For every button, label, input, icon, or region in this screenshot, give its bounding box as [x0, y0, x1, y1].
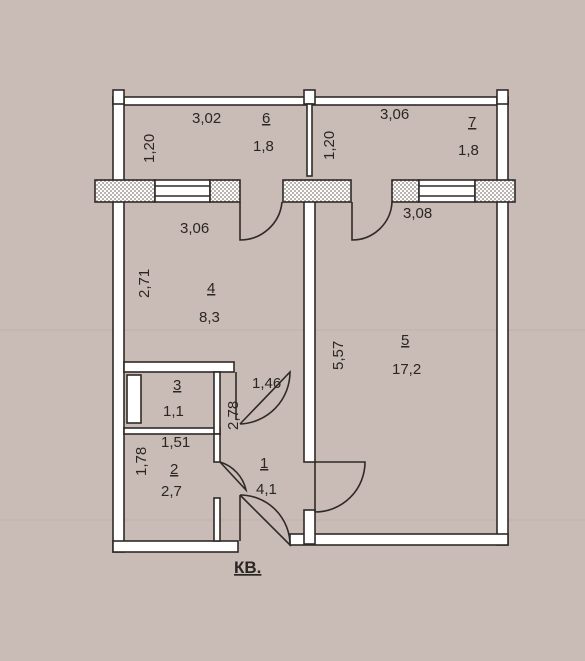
apartment-caption: КВ.	[234, 558, 261, 577]
dim-308: 3,08	[403, 205, 432, 222]
partition-2-1	[213, 433, 221, 463]
balcony-post-right	[496, 89, 509, 105]
door-room-2	[219, 461, 248, 493]
dimension-labels: 3,02 3,06 1,20 1,20 3,06 3,08 2,71 5,57 …	[133, 106, 432, 476]
dim-271: 2,71	[136, 269, 153, 298]
door-entrance	[239, 494, 291, 547]
dim-120-mid: 1,20	[321, 131, 338, 160]
room-1-number: 1	[260, 455, 268, 472]
window-right	[418, 179, 476, 203]
room-1-area: 4,1	[256, 481, 277, 498]
door-room-5	[314, 461, 366, 513]
room-7-number: 7	[468, 114, 476, 131]
partition-1-5	[303, 509, 316, 545]
room-4-number: 4	[207, 280, 215, 297]
balcony-wall-right	[474, 179, 516, 203]
room-labels: 6 1,8 7 1,8 4 8,3 5 17,2 3 1,1 2 2,7 1 4…	[161, 110, 479, 500]
right-exterior-wall	[496, 96, 509, 546]
balcony-wall-left	[94, 179, 156, 203]
room-3-area: 1,1	[163, 403, 184, 420]
bottom-wall-left	[112, 540, 239, 553]
door-balcony-7	[351, 201, 393, 241]
dim-306-room4: 3,06	[180, 220, 209, 237]
door-balcony-6	[239, 201, 283, 241]
left-exterior-wall	[112, 96, 125, 553]
dim-146: 1,46	[252, 375, 281, 392]
dim-306-top: 3,06	[380, 106, 409, 123]
room-4-area: 8,3	[199, 309, 220, 326]
walls	[112, 89, 509, 553]
balcony-wall-center	[282, 179, 352, 203]
dim-278: 2,78	[225, 401, 242, 430]
cupboard	[126, 374, 142, 424]
dim-151: 1,51	[161, 434, 190, 451]
room-2-area: 2,7	[161, 483, 182, 500]
door-room-4	[239, 370, 291, 425]
bottom-wall-right	[289, 533, 509, 546]
paper-background	[0, 329, 585, 521]
partition-4-3	[123, 361, 235, 373]
partition-2-1-low	[213, 497, 221, 542]
balcony-divider	[306, 103, 313, 177]
balcony-wall-pillar-left	[209, 179, 241, 203]
room-2-number: 2	[170, 461, 178, 478]
room-5-area: 17,2	[392, 361, 421, 378]
dim-178: 1,78	[133, 447, 150, 476]
window-left	[154, 179, 211, 203]
dim-557: 5,57	[330, 341, 347, 370]
room-7-area: 1,8	[458, 142, 479, 159]
partition-4-5	[303, 199, 316, 463]
room-3-number: 3	[173, 377, 181, 394]
partition-3-1	[213, 371, 221, 435]
room-6-area: 1,8	[253, 138, 274, 155]
dim-302: 3,02	[192, 110, 221, 127]
dim-120-left: 1,20	[141, 134, 158, 163]
balcony-post-mid	[303, 89, 316, 105]
room-5-number: 5	[401, 332, 409, 349]
doors	[219, 201, 393, 547]
room-6-number: 6	[262, 110, 270, 127]
balcony-post-left	[112, 89, 125, 105]
balcony-wall	[94, 179, 516, 203]
balcony-wall-pillar-right	[391, 179, 420, 203]
